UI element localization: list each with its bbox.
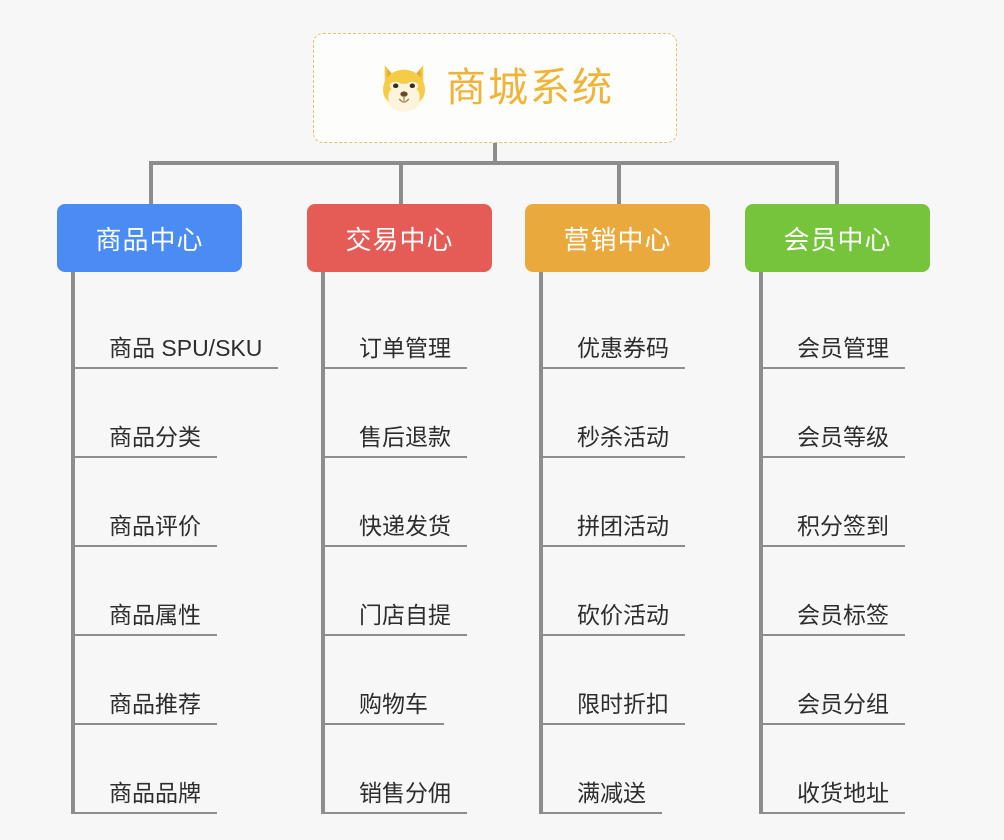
list-item[interactable]: 销售分佣: [325, 725, 492, 814]
leaf-label: 商品品牌: [75, 782, 217, 814]
branch-column-marketing-center: 营销中心 优惠券码 秒杀活动 拼团活动 砍价活动 限时折扣 满减送: [525, 204, 710, 814]
root-node[interactable]: 商城系统: [313, 33, 677, 143]
leaf-label: 商品推荐: [75, 693, 217, 725]
leaf-label: 拼团活动: [543, 515, 685, 547]
leaf-label: 收货地址: [763, 782, 905, 814]
leaf-list-member-center: 会员管理 会员等级 积分签到 会员标签 会员分组 收货地址: [759, 272, 930, 814]
leaf-label: 限时折扣: [543, 693, 685, 725]
branch-column-trade-center: 交易中心 订单管理 售后退款 快递发货 门店自提 购物车 销售分佣: [307, 204, 492, 814]
list-item[interactable]: 优惠券码: [543, 280, 710, 369]
list-item[interactable]: 售后退款: [325, 369, 492, 458]
list-item[interactable]: 门店自提: [325, 547, 492, 636]
list-item[interactable]: 快递发货: [325, 458, 492, 547]
list-item[interactable]: 秒杀活动: [543, 369, 710, 458]
list-item[interactable]: 积分签到: [763, 458, 930, 547]
leaf-list-marketing-center: 优惠券码 秒杀活动 拼团活动 砍价活动 限时折扣 满减送: [539, 272, 710, 814]
leaf-label: 会员分组: [763, 693, 905, 725]
list-item[interactable]: 会员等级: [763, 369, 930, 458]
leaf-label: 砍价活动: [543, 604, 685, 636]
list-item[interactable]: 拼团活动: [543, 458, 710, 547]
leaf-list-product-center: 商品 SPU/SKU 商品分类 商品评价 商品属性 商品推荐 商品品牌: [71, 272, 279, 814]
list-item[interactable]: 满减送: [543, 725, 710, 814]
leaf-label: 快递发货: [325, 515, 467, 547]
category-header-trade-center[interactable]: 交易中心: [307, 204, 492, 272]
leaf-label: 购物车: [325, 693, 444, 725]
list-item[interactable]: 订单管理: [325, 280, 492, 369]
shiba-dog-face-icon: [376, 60, 432, 116]
leaf-label: 会员标签: [763, 604, 905, 636]
list-item[interactable]: 购物车: [325, 636, 492, 725]
leaf-label: 订单管理: [325, 337, 467, 369]
list-item[interactable]: 商品分类: [75, 369, 278, 458]
category-header-product-center[interactable]: 商品中心: [57, 204, 242, 272]
leaf-list-trade-center: 订单管理 售后退款 快递发货 门店自提 购物车 销售分佣: [321, 272, 492, 814]
leaf-label: 会员等级: [763, 426, 905, 458]
branch-column-product-center: 商品中心 商品 SPU/SKU 商品分类 商品评价 商品属性 商品推荐 商品品牌: [57, 204, 279, 814]
leaf-label: 售后退款: [325, 426, 467, 458]
leaf-label: 门店自提: [325, 604, 467, 636]
leaf-label: 商品 SPU/SKU: [75, 337, 279, 369]
list-item[interactable]: 限时折扣: [543, 636, 710, 725]
list-item[interactable]: 会员管理: [763, 280, 930, 369]
root-title: 商城系统: [446, 66, 614, 110]
leaf-label: 秒杀活动: [543, 426, 685, 458]
drop-connector-2: [399, 161, 403, 204]
leaf-label: 优惠券码: [543, 337, 685, 369]
drop-connector-3: [617, 161, 621, 204]
list-item[interactable]: 会员标签: [763, 547, 930, 636]
leaf-label: 商品属性: [75, 604, 217, 636]
category-header-member-center[interactable]: 会员中心: [745, 204, 930, 272]
list-item[interactable]: 商品品牌: [75, 725, 278, 814]
leaf-label: 积分签到: [763, 515, 905, 547]
category-header-marketing-center[interactable]: 营销中心: [525, 204, 710, 272]
root-stem-connector: [493, 143, 497, 163]
horizontal-bus-connector: [149, 161, 839, 165]
list-item[interactable]: 商品属性: [75, 547, 278, 636]
list-item[interactable]: 收货地址: [763, 725, 930, 814]
list-item[interactable]: 会员分组: [763, 636, 930, 725]
list-item[interactable]: 砍价活动: [543, 547, 710, 636]
leaf-label: 会员管理: [763, 337, 905, 369]
branch-column-member-center: 会员中心 会员管理 会员等级 积分签到 会员标签 会员分组 收货地址: [745, 204, 930, 814]
leaf-label: 商品评价: [75, 515, 217, 547]
list-item[interactable]: 商品推荐: [75, 636, 278, 725]
drop-connector-1: [149, 161, 153, 204]
drop-connector-4: [835, 161, 839, 204]
list-item[interactable]: 商品 SPU/SKU: [75, 280, 279, 369]
list-item[interactable]: 商品评价: [75, 458, 278, 547]
leaf-label: 商品分类: [75, 426, 217, 458]
leaf-label: 销售分佣: [325, 782, 467, 814]
leaf-label: 满减送: [543, 782, 662, 814]
